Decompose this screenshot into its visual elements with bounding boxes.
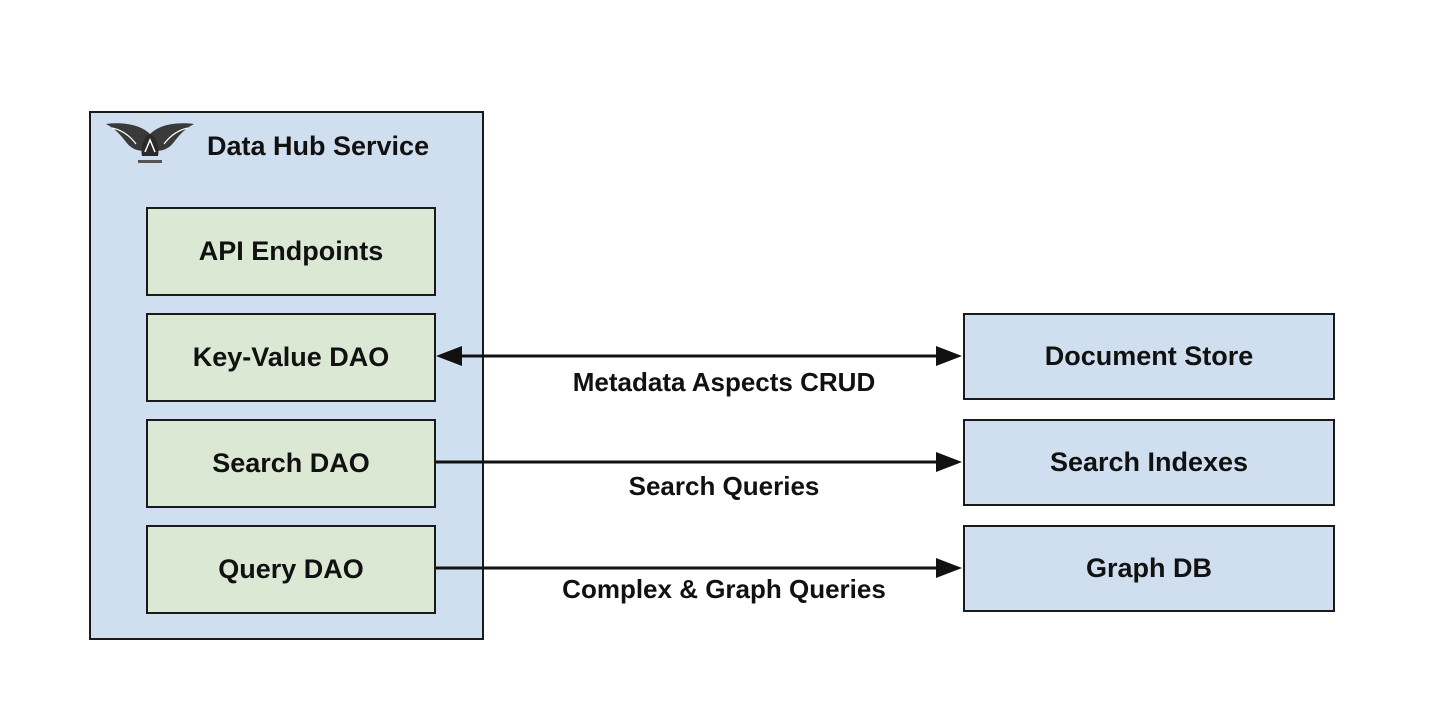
crud-arrowhead-right: [936, 346, 962, 366]
graph-arrowhead: [936, 558, 962, 578]
search-dao-box: Search DAO: [146, 419, 436, 508]
search-arrowhead: [936, 452, 962, 472]
graph-edge-label: Complex & Graph Queries: [562, 574, 886, 604]
key-value-dao-box: Key-Value DAO: [146, 313, 436, 402]
service-title: Data Hub Service: [207, 131, 430, 161]
crud-arrowhead-left: [436, 346, 462, 366]
search-indexes-label: Search Indexes: [1049, 447, 1249, 477]
document-store-label: Document Store: [1044, 341, 1254, 371]
api-endpoints-label: API Endpoints: [198, 236, 384, 266]
graph-db-label: Graph DB: [1085, 553, 1212, 583]
query-dao-label: Query DAO: [218, 554, 364, 584]
search-indexes-box: Search Indexes: [963, 419, 1335, 506]
key-value-dao-label: Key-Value DAO: [192, 342, 390, 372]
search-edge-label: Search Queries: [628, 471, 820, 501]
document-store-box: Document Store: [963, 313, 1335, 400]
graph-db-box: Graph DB: [963, 525, 1335, 612]
crud-edge-label: Metadata Aspects CRUD: [572, 367, 876, 397]
winged-helmet-logo-icon: [106, 123, 194, 163]
search-dao-label: Search DAO: [212, 448, 370, 478]
query-dao-box: Query DAO: [146, 525, 436, 614]
api-endpoints-box: API Endpoints: [146, 207, 436, 296]
